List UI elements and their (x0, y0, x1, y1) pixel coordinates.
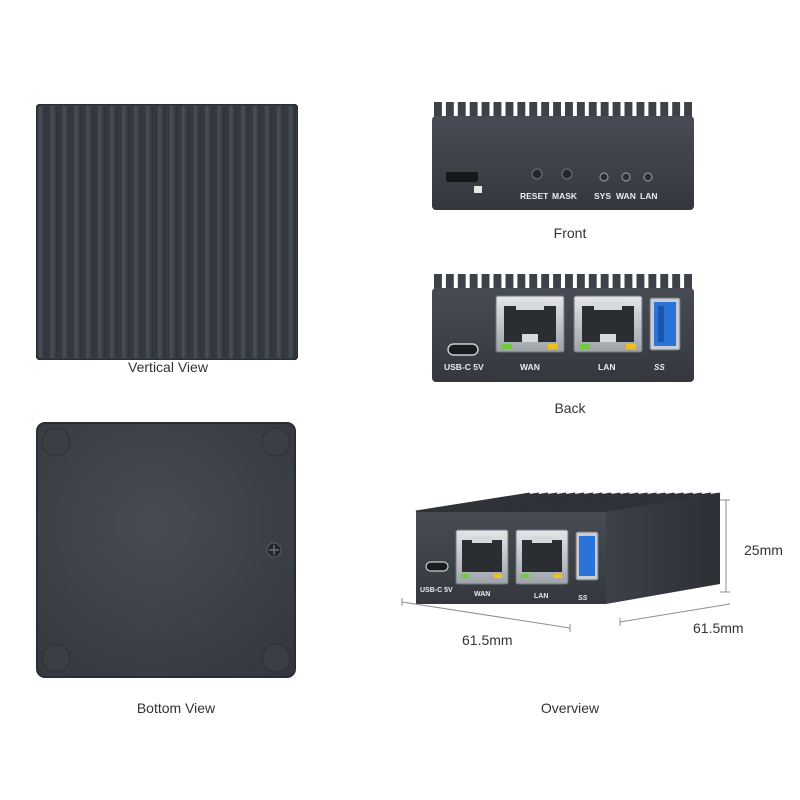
caption-bottom-view: Bottom View (136, 700, 216, 716)
sd-card-slot (446, 172, 478, 182)
usb3-port-icon (649, 297, 681, 351)
overview-label-ss: SS (578, 595, 588, 602)
overview-image: USB-C 5V WAN LAN SS (401, 492, 731, 632)
overview-lan-port-icon (515, 529, 569, 585)
caption-vertical-view: Vertical View (128, 359, 208, 375)
bottom-view-image (36, 422, 296, 678)
front-view-panel: RESET MASK SYS WAN LAN (432, 100, 694, 212)
wan-led-icon (621, 172, 631, 182)
vertical-view-panel (35, 103, 299, 361)
front-label-lan: LAN (640, 191, 657, 201)
front-label-mask: MASK (552, 191, 578, 201)
overview-panel: USB-C 5V WAN LAN SS (400, 480, 731, 640)
dimension-width: 61.5mm (462, 632, 513, 648)
bottom-view-panel (36, 422, 296, 678)
sd-card-tab (474, 186, 482, 193)
overview-label-wan: WAN (474, 591, 490, 598)
front-label-sys: SYS (594, 191, 611, 201)
overview-label-usbc: USB-C 5V (420, 587, 453, 594)
screw-icon (266, 542, 282, 558)
overview-wan-port-icon (455, 529, 509, 585)
caption-front: Front (553, 225, 587, 241)
dimension-lines (401, 499, 731, 632)
front-label-wan: WAN (616, 191, 636, 201)
back-label-wan: WAN (520, 362, 540, 372)
dimension-depth: 61.5mm (693, 620, 744, 636)
caption-overview: Overview (540, 700, 600, 716)
vertical-view-image (35, 103, 299, 361)
mask-button (561, 168, 573, 180)
front-label-reset: RESET (520, 191, 549, 201)
lan-ethernet-port-icon (573, 295, 643, 353)
wan-ethernet-port-icon (495, 295, 565, 353)
overview-label-lan: LAN (534, 593, 548, 600)
dimension-height: 25mm (744, 542, 783, 558)
back-label-lan: LAN (598, 362, 615, 372)
lan-led-icon (643, 172, 653, 182)
sys-led-icon (599, 172, 609, 182)
reset-button (531, 168, 543, 180)
caption-back: Back (554, 400, 586, 416)
front-view-image: RESET MASK SYS WAN LAN (432, 102, 694, 210)
usb-c-port-icon (447, 343, 479, 356)
back-label-ss: SS (654, 363, 665, 372)
back-view-panel: USB-C 5V WAN LAN SS (432, 272, 694, 384)
back-view-image: USB-C 5V WAN LAN SS (432, 274, 694, 382)
back-label-usbc: USB-C 5V (444, 362, 484, 372)
overview-usb-c-port-icon (425, 561, 449, 572)
overview-usb3-port-icon (575, 531, 599, 581)
